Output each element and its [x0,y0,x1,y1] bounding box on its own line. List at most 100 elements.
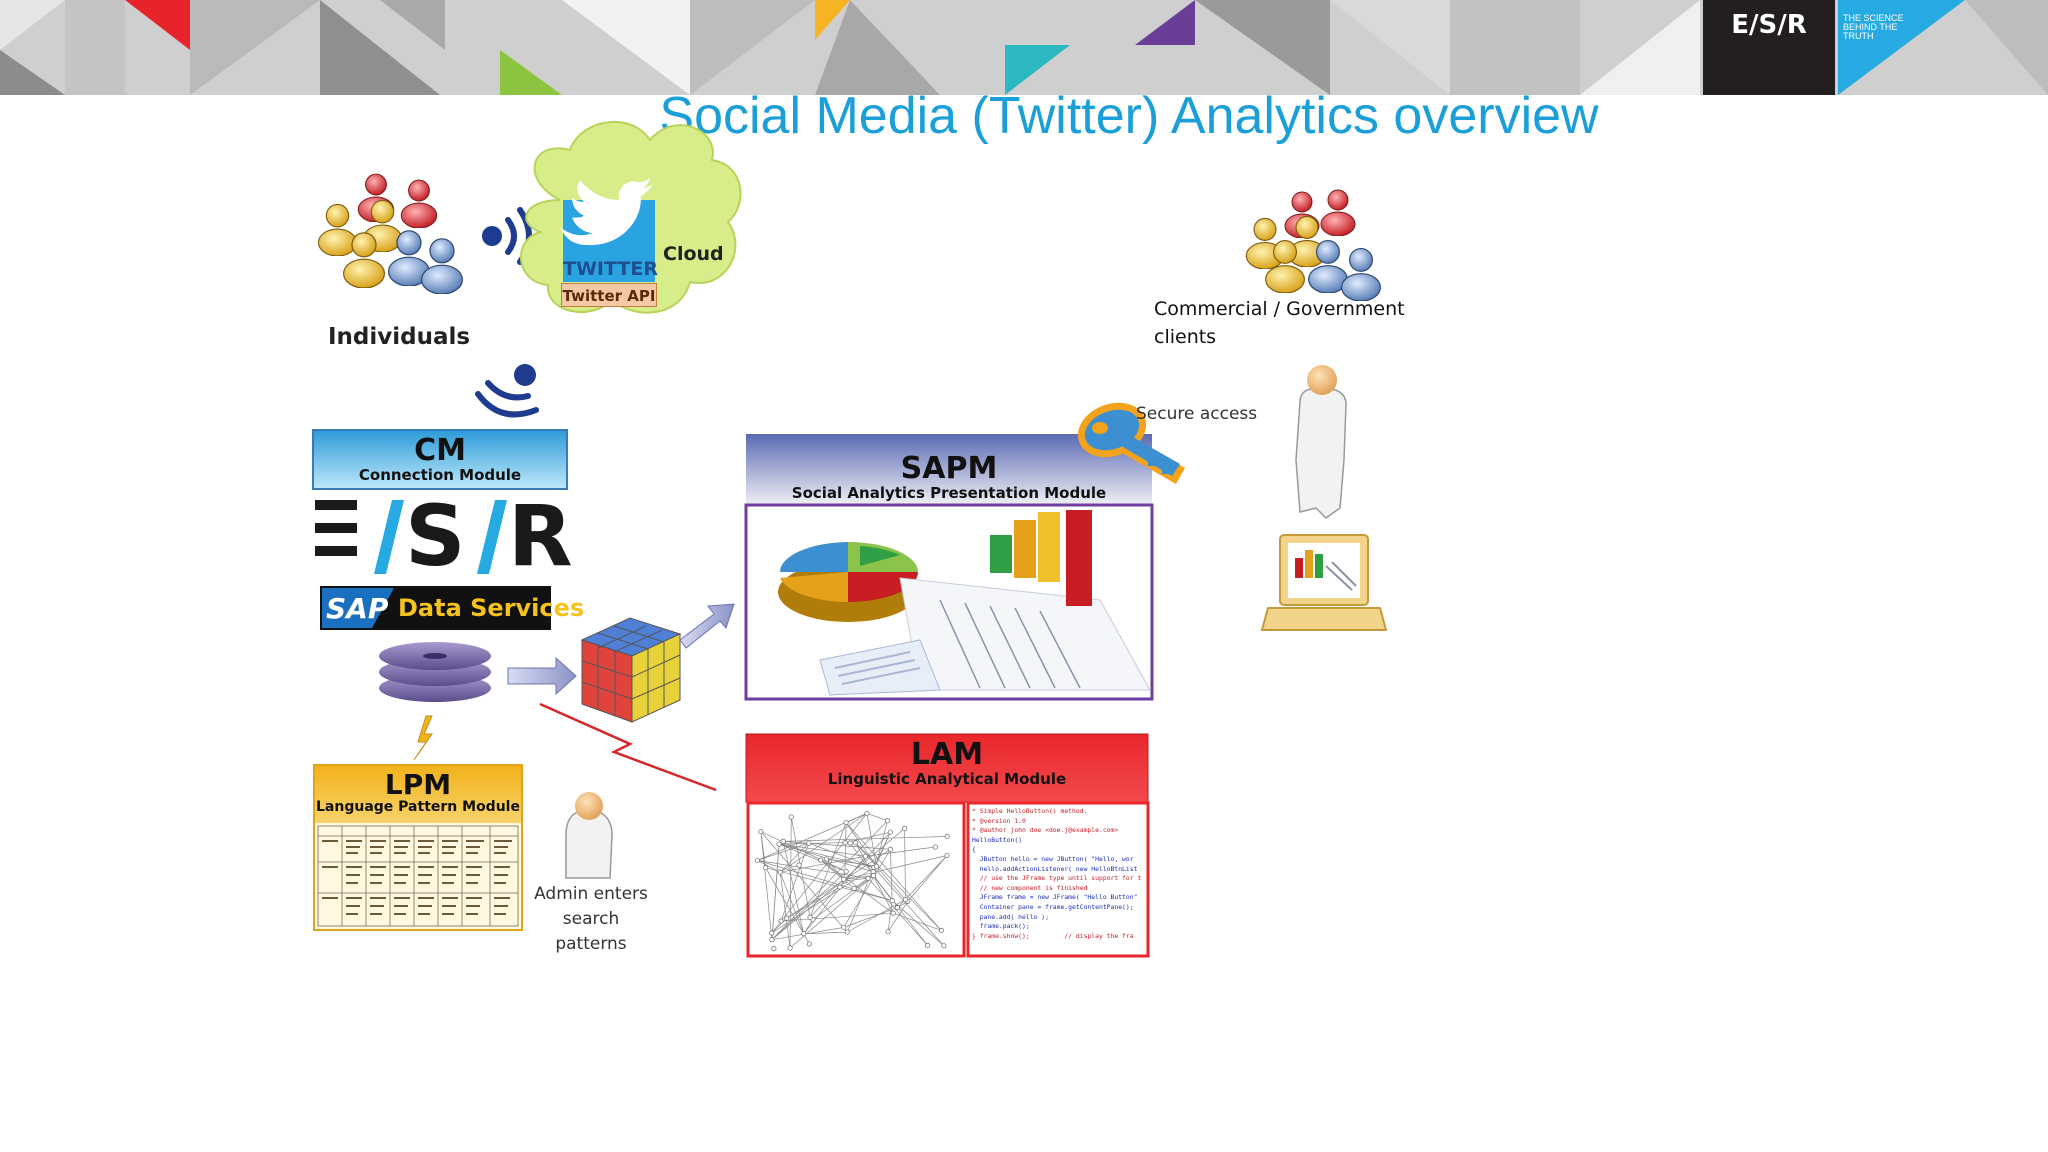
network-edge [771,927,844,941]
network-node [837,884,843,890]
network-edge [783,836,948,842]
code-line: * @author john doe <doe.j@example.com> [972,826,1119,835]
network-node [887,829,893,835]
network-edge [904,828,906,900]
network-node [874,863,880,869]
network-edge [779,842,810,873]
network-edge [843,907,898,928]
network-edge [845,822,942,931]
network-edge [809,831,891,918]
admin-label-line-1: Admin enters [534,884,648,904]
network-node [887,846,893,852]
sap-logo-text: SAP [326,592,389,625]
code-line: Container pane = frame.getContentPane(); [972,902,1134,911]
twitter-api-label: Twitter API [561,283,657,307]
network-edge [812,875,874,920]
network-node [864,810,870,816]
network-edge [760,831,848,933]
network-node [853,840,859,846]
network-edge [809,822,847,918]
code-line: JFrame frame = new JFrame( "Hello Button… [972,893,1138,902]
network-node [769,937,775,943]
network-edge [853,877,869,889]
cm-title: CM [414,433,466,468]
network-edge [757,860,869,879]
clients-label-line-1: Commercial / Government [1154,298,1405,320]
key-icon [1077,402,1185,484]
network-edge [890,849,893,901]
code-line: // new component is finished [972,883,1088,892]
cloud-label: Cloud [663,243,724,265]
network-node [776,841,782,847]
lightning-lam-icon [539,702,717,792]
network-node [841,876,847,882]
network-edge [765,867,893,901]
network-edge [887,900,893,932]
tagline-line-1: THE SCIENCE [1843,13,1904,23]
clients-label: Commercial / Government clients [1154,295,1405,351]
network-node [754,857,760,863]
network-node [818,857,824,863]
network-edge [843,855,948,880]
network-node [944,833,950,840]
individuals-crowd-icon [317,173,463,294]
wireless-signal-down-icon [475,364,539,418]
network-edge [803,931,848,935]
network-node [889,898,895,904]
network-node [844,929,850,935]
network-node [847,840,853,846]
network-node [902,897,909,903]
network-node [787,945,793,951]
olap-cube-icon [580,617,682,723]
network-node [758,829,764,835]
network-edge [757,813,868,861]
network-edge [757,842,809,861]
pie-chart-illustration [778,542,918,622]
header-tagline: THE SCIENCE BEHIND THE TRUTH [1843,14,1904,41]
sapm-subtitle: Social Analytics Presentation Module [791,484,1107,502]
network-node [865,875,871,881]
network-edge [760,831,847,872]
network-node [890,910,896,916]
header-banner [0,0,2048,95]
slide-title-text: Social Media (Twitter) Analytics overvie… [659,87,1599,145]
tagline-line-2: BEHIND THE [1843,22,1898,32]
database-disks-icon [379,642,491,702]
network-edge [855,842,894,914]
client-user-icon [1295,365,1347,519]
network-edge [855,842,906,900]
admin-label-line-2: search patterns [555,909,627,954]
cm-box: CM Connection Module [313,430,567,489]
lam-code-text: * Simple HelloButton() method.* @version… [972,807,1144,953]
network-edge [771,871,847,940]
network-graph-illustration [754,810,950,952]
network-edge [779,843,866,857]
lam-subtitle: Linguistic Analytical Module [827,770,1067,788]
network-edge [867,877,928,946]
sapm-box: SAPM Social Analytics Presentation Modul… [746,434,1152,506]
network-node [843,868,849,875]
network-edge [779,872,805,934]
network-edge [757,860,893,901]
network-node [806,941,812,947]
lpm-box: LPM Language Pattern Module [314,765,522,823]
network-node [894,905,900,911]
network-edge [789,817,792,948]
network-edge [907,855,948,902]
network-node [841,924,847,930]
network-edge [873,867,945,947]
esr-r-letter: R [508,487,573,585]
network-edge [780,843,810,922]
network-edge [843,849,891,928]
lpm-title: LPM [384,768,452,801]
network-edge [847,899,906,933]
bar-chart-illustration [990,510,1092,606]
network-node [796,862,802,868]
admin-label: Admin enters search patterns [528,882,654,957]
network-edge [779,813,868,873]
network-edge [893,912,942,931]
network-node [842,840,848,846]
lpm-subtitle: Language Pattern Module [316,799,520,815]
network-node [762,865,769,871]
network-edge [771,820,888,940]
